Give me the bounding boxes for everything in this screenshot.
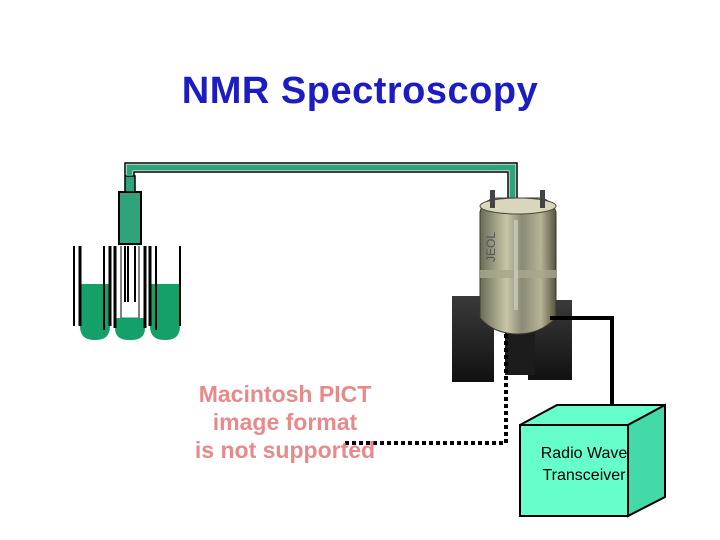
svg-text:JEOL: JEOL <box>484 232 498 262</box>
placeholder-line-2: image format <box>212 409 358 435</box>
nmr-magnet: JEOL <box>452 190 572 382</box>
signal-cable-dotted <box>342 334 508 445</box>
slide-title: NMR Spectroscopy <box>181 70 539 112</box>
test-tube-middle <box>113 246 147 340</box>
placeholder-line-3: is not supported <box>194 437 376 463</box>
radio-wave-transceiver-box <box>519 403 666 518</box>
transceiver-label-line-1: Radio Wave <box>540 445 628 462</box>
transceiver-label: Radio Wave Transceiver <box>524 443 644 487</box>
rf-cable <box>550 316 614 405</box>
connection-tubing <box>124 162 518 212</box>
test-tube-left <box>73 246 112 340</box>
unsupported-image-placeholder: Macintosh PICT image format is not suppo… <box>190 380 380 464</box>
test-tube-right <box>148 246 181 340</box>
placeholder-line-1: Macintosh PICT <box>198 381 372 407</box>
sample-probe <box>118 175 142 245</box>
transceiver-label-line-2: Transceiver <box>542 467 626 484</box>
sample-tubes <box>73 246 181 340</box>
